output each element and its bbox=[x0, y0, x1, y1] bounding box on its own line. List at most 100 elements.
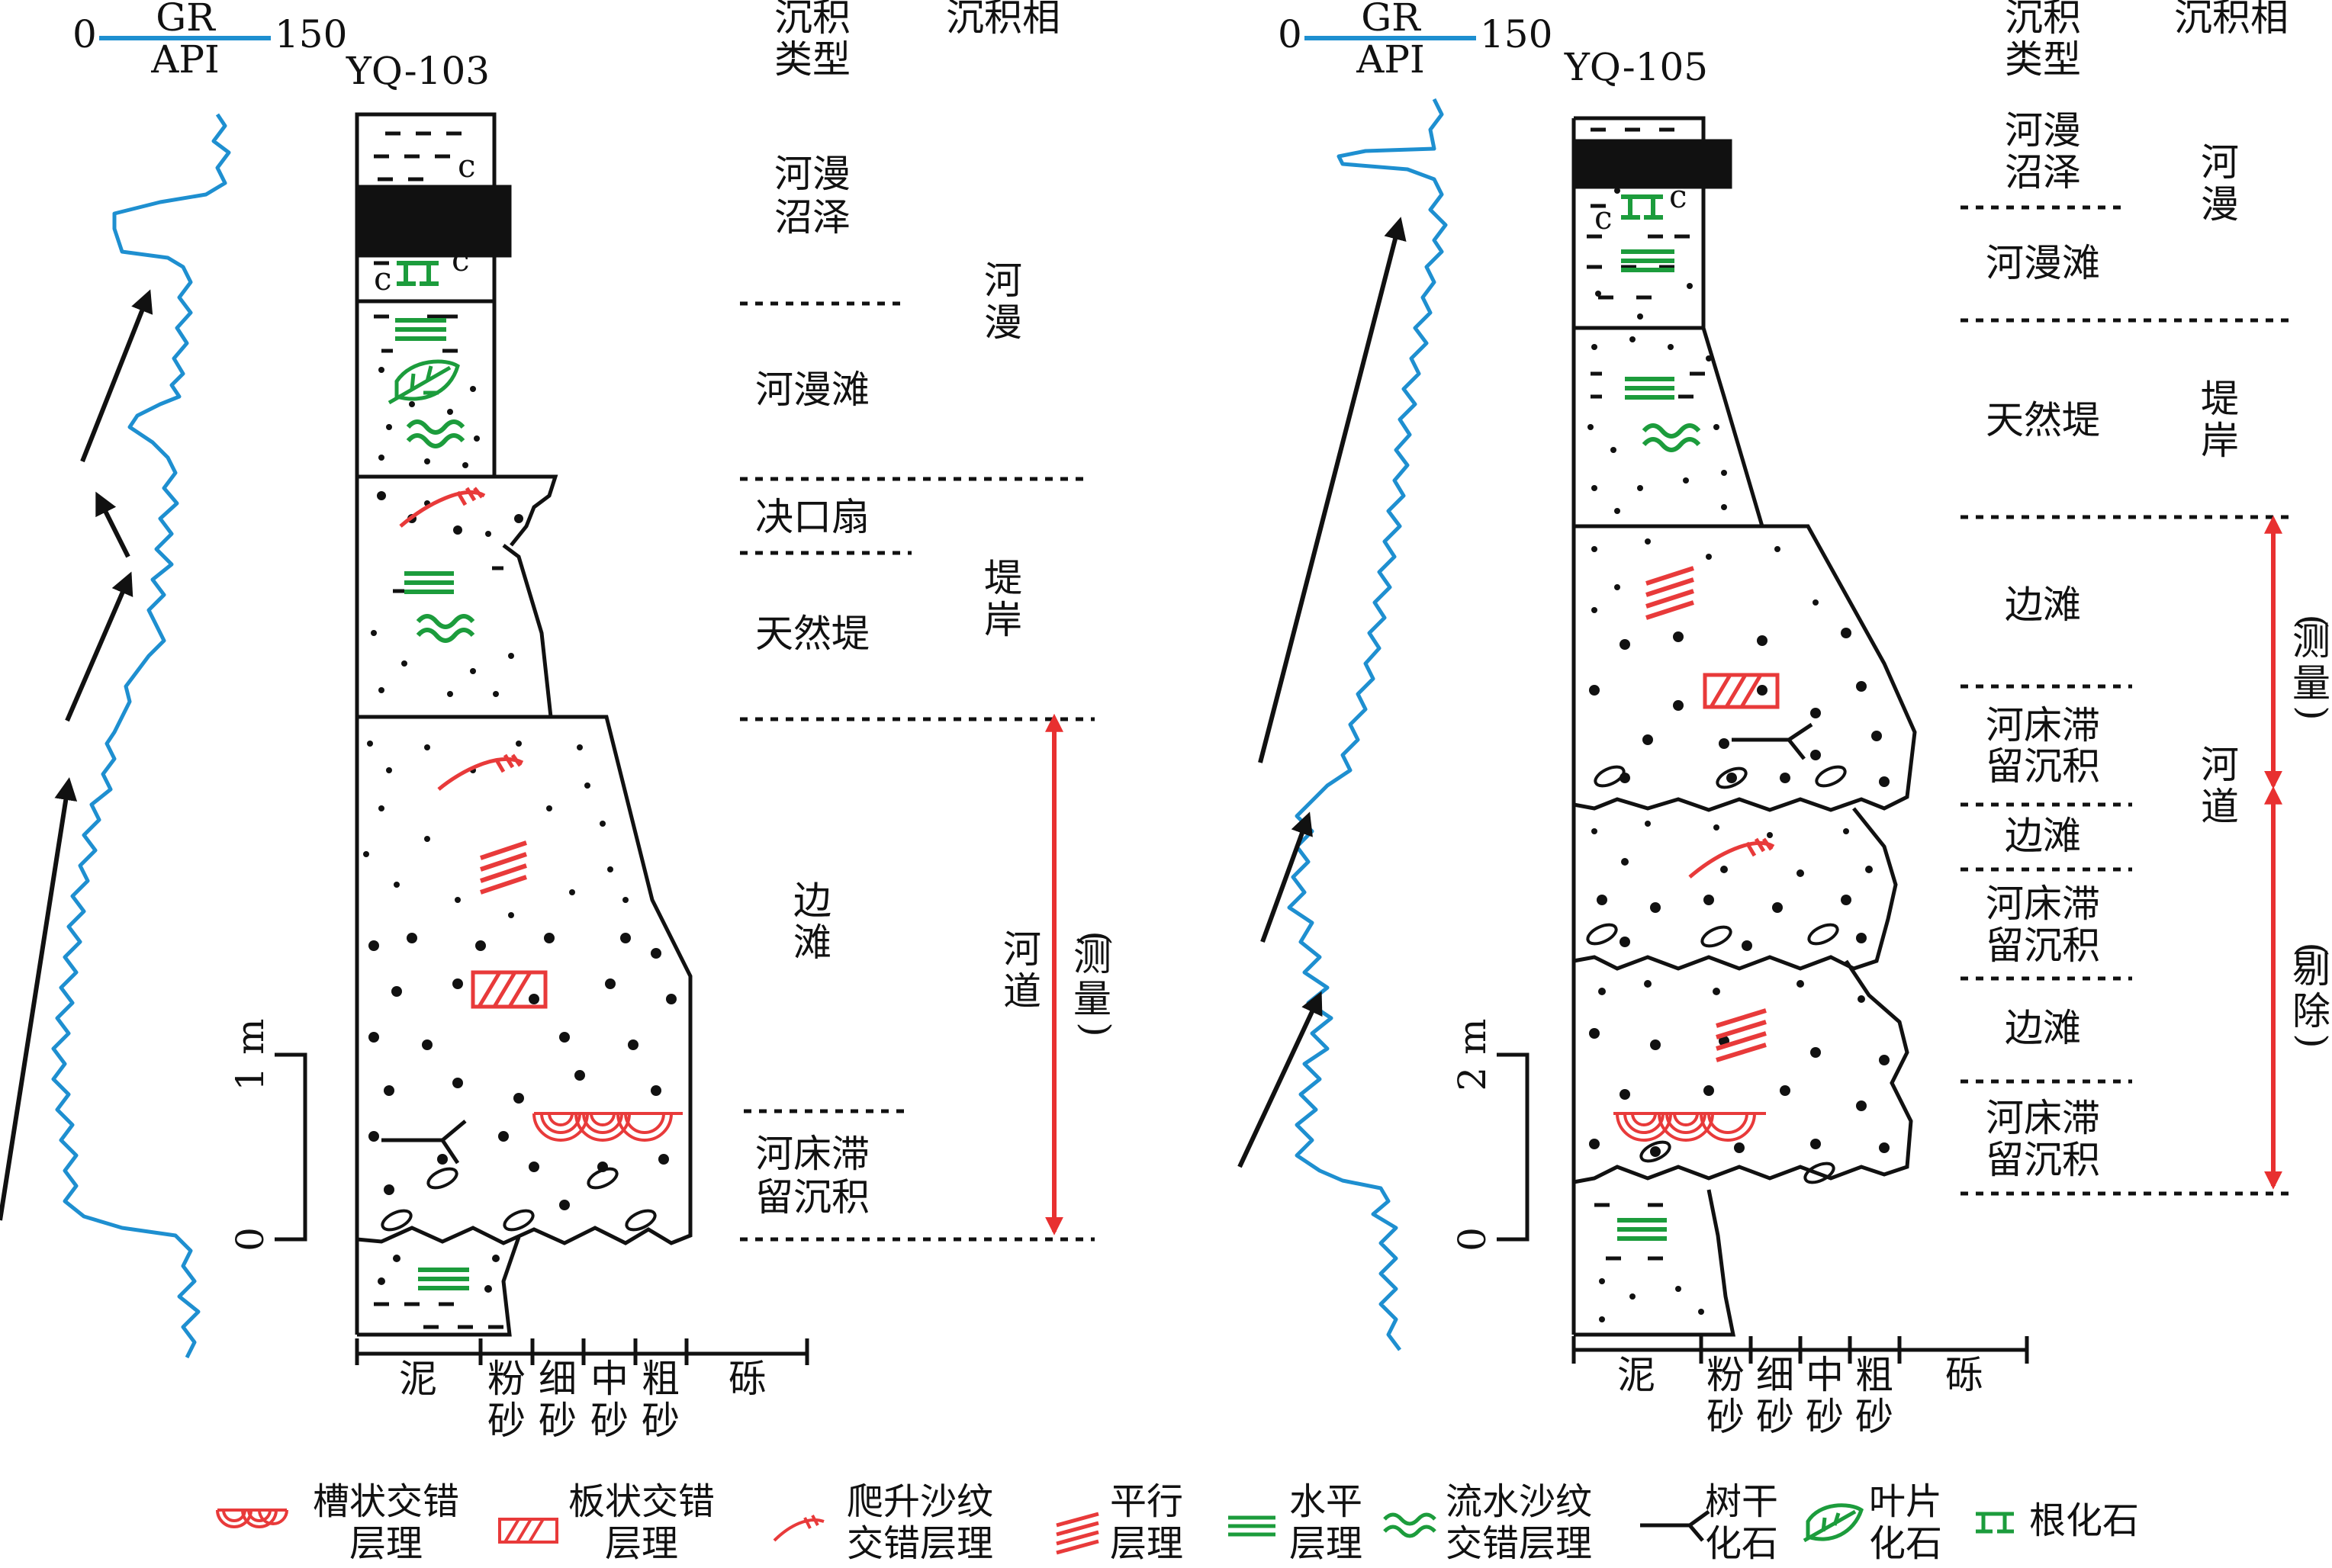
legend: 槽状交错 层理 板状交错 层理 爬升沙纹 交错层理 平行 层理 水平 层理 流水… bbox=[216, 1480, 2139, 1565]
left-types: 河漫 沼泽 河漫滩 决口扇 天然堤 边 滩 河床滞 留沉积 bbox=[755, 152, 870, 1219]
legend-label-horizontal-1: 水平 bbox=[1289, 1480, 1362, 1523]
left-grain-medium-2: 砂 bbox=[590, 1399, 629, 1443]
left-gr-label: GR bbox=[156, 0, 216, 40]
left-grain-gravel: 砾 bbox=[729, 1357, 767, 1401]
left-arrow-3 bbox=[95, 491, 130, 558]
right-facies-levee-1: 堤 bbox=[2201, 377, 2239, 421]
trough-cross-bedding-icon bbox=[216, 1509, 288, 1528]
legend-label-tabular-2: 层理 bbox=[605, 1522, 678, 1564]
right-facies-levee-2: 岸 bbox=[2201, 419, 2239, 463]
legend-label-trough-1: 槽状交错 bbox=[313, 1480, 459, 1523]
left-grain-axis bbox=[355, 1338, 809, 1365]
left-grain-mud: 泥 bbox=[399, 1357, 437, 1401]
right-current-ripple-icon bbox=[1642, 423, 1701, 452]
left-grain-fine-2: 砂 bbox=[539, 1399, 577, 1443]
right-arrow-2 bbox=[1260, 811, 1313, 943]
right-dividers bbox=[1960, 205, 2296, 1196]
right-type-natural-levee: 天然堤 bbox=[1986, 398, 2100, 442]
right-tabular-cross-bedding-icon bbox=[1703, 673, 1780, 709]
right-measure-bottom-paren-open: ( bbox=[2291, 942, 2332, 957]
right-grain-coarse-2: 砂 bbox=[1855, 1395, 1893, 1439]
left-type-floodplain-swamp-1: 河漫 bbox=[774, 152, 851, 196]
right-grain-silt-1: 粉 bbox=[1706, 1353, 1745, 1397]
right-grain-medium-2: 砂 bbox=[1806, 1395, 1844, 1439]
left-climbing-ripple-icon bbox=[399, 487, 524, 791]
right-gr-header: 0 150 GR API bbox=[1278, 0, 1552, 82]
right-grain-labels: 泥 粉 砂 细 砂 中 砂 粗 砂 砾 bbox=[1617, 1353, 1983, 1439]
right-grain-mud: 泥 bbox=[1617, 1353, 1655, 1397]
left-type-point-bar-1: 边 bbox=[793, 879, 831, 923]
right-well-name: YQ-105 bbox=[1564, 45, 1708, 89]
tree-trunk-fossil-icon bbox=[1640, 1509, 1710, 1542]
tabular-cross-bedding-icon bbox=[498, 1518, 558, 1544]
left-measure-label: ( 测 量 ) bbox=[1073, 930, 1118, 1037]
right-col-type-2: 类型 bbox=[2005, 37, 2081, 82]
left-carbon-mark-3: c bbox=[452, 241, 470, 278]
left-parallel-bedding-icon bbox=[480, 840, 527, 895]
legend-label-leaf-2: 化石 bbox=[1869, 1522, 1942, 1564]
legend-label-climbing-1: 爬升沙纹 bbox=[847, 1480, 993, 1523]
left-grain-medium-1: 中 bbox=[590, 1357, 629, 1401]
left-tree-trunk-fossil-icon bbox=[381, 1120, 467, 1165]
right-measure-bottom-char-2: 除 bbox=[2292, 989, 2330, 1033]
right-type-channel-lag-3b: 留沉积 bbox=[1986, 1138, 2100, 1182]
right-facies-channel-2: 道 bbox=[2201, 785, 2239, 829]
left-lithology-column bbox=[355, 112, 693, 1337]
right-tree-trunk-fossil-icon bbox=[1732, 722, 1813, 760]
right-climbing-ripple-icon bbox=[1688, 837, 1775, 879]
right-col-type-1: 沉积 bbox=[2005, 0, 2081, 40]
left-measure-char-1: 测 bbox=[1073, 935, 1111, 979]
left-dividers bbox=[740, 301, 1095, 1242]
left-type-crevasse-splay: 决口扇 bbox=[755, 495, 870, 539]
left-root-fossil-icon bbox=[397, 261, 439, 286]
right-types: 河漫 沼泽 河漫滩 天然堤 边滩 河床滞 留沉积 边滩 河床滞 留沉积 边滩 河… bbox=[1986, 108, 2100, 1182]
left-carbon-mark-2: c bbox=[374, 260, 392, 297]
root-fossil-icon bbox=[1976, 1512, 2014, 1534]
legend-label-parallel-2: 层理 bbox=[1110, 1522, 1183, 1564]
right-mud-dashes bbox=[1587, 127, 1705, 1261]
current-ripple-icon bbox=[1383, 1512, 1436, 1538]
right-type-channel-lag-1b: 留沉积 bbox=[1986, 744, 2100, 789]
left-current-ripple-icon bbox=[406, 419, 475, 643]
legend-label-leaf-1: 叶片 bbox=[1869, 1480, 1942, 1523]
left-mud-dashes bbox=[374, 131, 503, 1329]
right-root-fossil-icon bbox=[1621, 194, 1663, 220]
right-measure-top-char-2: 量 bbox=[2292, 661, 2330, 705]
right-type-channel-lag-2b: 留沉积 bbox=[1986, 924, 2100, 968]
left-panel: 0 150 GR API YQ-103 bbox=[0, 0, 1118, 1443]
right-type-point-bar-2: 边滩 bbox=[2005, 814, 2081, 858]
left-arrow-4 bbox=[80, 289, 153, 463]
left-measure-char-2: 量 bbox=[1073, 977, 1111, 1021]
right-measure-label-bottom: ( 剔 除 ) bbox=[2291, 942, 2332, 1049]
parallel-bedding-icon bbox=[1056, 1512, 1099, 1555]
legend-label-tabular-1: 板状交错 bbox=[568, 1480, 715, 1523]
right-type-floodplain-swamp-2: 沼泽 bbox=[2005, 150, 2081, 194]
right-gr-label: GR bbox=[1361, 0, 1421, 40]
left-pebbles bbox=[381, 1167, 657, 1232]
left-grain-labels: 泥 粉 砂 细 砂 中 砂 粗 砂 砾 bbox=[399, 1357, 767, 1443]
left-grain-fine-1: 细 bbox=[539, 1357, 577, 1401]
left-type-channel-lag-1: 河床滞 bbox=[755, 1132, 870, 1176]
left-col-type-1: 沉积 bbox=[774, 0, 851, 40]
left-grain-silt-1: 粉 bbox=[487, 1357, 526, 1401]
left-gr-curve bbox=[51, 113, 231, 1359]
horizontal-bedding-icon bbox=[1228, 1515, 1275, 1537]
left-type-point-bar-2: 滩 bbox=[793, 921, 831, 965]
right-gr-min: 0 bbox=[1278, 12, 1302, 56]
right-type-floodplain-beach: 河漫滩 bbox=[1986, 241, 2100, 285]
legend-label-parallel-1: 平行 bbox=[1110, 1480, 1183, 1523]
right-horizontal-bedding-icon bbox=[1617, 249, 1674, 1241]
left-scale-unit: 1 m bbox=[228, 1018, 272, 1091]
left-measure-paren-open: ( bbox=[1074, 930, 1118, 946]
right-scale-unit: 2 m bbox=[1450, 1018, 1494, 1091]
left-gr-unit: API bbox=[150, 37, 220, 82]
right-carbon-mark-1: c bbox=[1669, 178, 1687, 215]
right-lithology-column bbox=[1571, 116, 1917, 1337]
right-gr-curve bbox=[1287, 98, 1448, 1351]
left-scale-bar: 1 m 0 bbox=[228, 1018, 307, 1252]
left-gr-header: 0 150 GR API bbox=[72, 0, 347, 82]
right-scale-zero: 0 bbox=[1450, 1227, 1494, 1252]
leaf-fossil-icon bbox=[1803, 1503, 1864, 1543]
right-carbon-mark-2: c bbox=[1594, 199, 1613, 236]
